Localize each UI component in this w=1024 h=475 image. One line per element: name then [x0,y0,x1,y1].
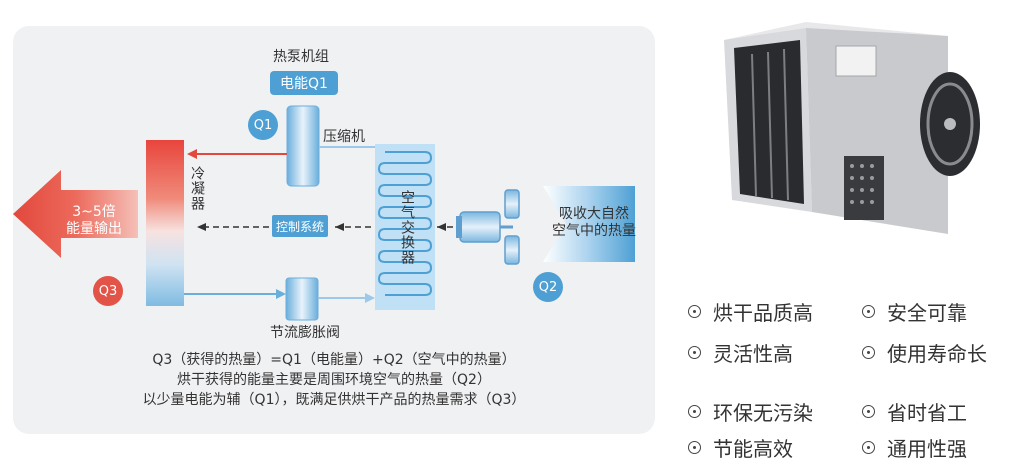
feature-item: 节能高效 [688,433,793,462]
circle-dot-icon [862,405,875,418]
q3-badge: Q3 [93,276,123,306]
feature-label: 使用寿命长 [887,342,987,366]
feature-label: 节能高效 [713,437,793,461]
circle-dot-icon [688,305,701,318]
q1-badge: Q1 [248,110,278,140]
control-arrowhead-fan [437,223,446,231]
caption-line-3: 以少量电能为辅（Q1），既满足供烘干产品的热量需求（Q3） [142,392,526,408]
air-exchanger-block [375,144,435,310]
air-heat-input-text: 吸收大自然 空气中的热量 [552,206,636,240]
fan-blade-top [504,189,520,219]
condenser-label: 冷凝器 [189,166,205,211]
control-arrowhead-right [335,223,344,231]
pipe-arrowhead-red [187,149,197,159]
compressor-cylinder [286,105,320,187]
fan-motor-cap [456,216,462,238]
feature-label: 通用性强 [887,437,967,461]
energy-output-line2: 能量输出 [66,221,122,237]
dryer-control-panel [835,45,877,77]
dryer-rack [751,48,789,201]
heat-pump-dryer-image [724,22,980,234]
dryer-side [806,28,948,234]
energy-output-arrow [13,170,138,258]
circle-dot-icon [688,441,701,454]
energy-output-text: 3~5倍 能量输出 [66,204,122,238]
dryer-fan-hub [944,118,956,130]
feature-item: 灵活性高 [688,338,793,367]
air-exchanger-label: 空气交换器 [399,190,415,265]
feature-label: 安全可靠 [887,301,967,325]
circle-dot-icon [862,305,875,318]
condenser-block [146,140,184,306]
expansion-valve-cylinder [285,277,319,321]
circle-dot-icon [688,405,701,418]
dryer-fan-ring [926,82,974,166]
feature-label: 烘干品质高 [713,301,813,325]
pipe-arrowhead-blue-2 [365,293,375,303]
circle-dot-icon [688,346,701,359]
caption-line-2: 烘干获得的能量主要是周围环境空气的热量（Q2） [177,372,491,388]
control-arrowhead-left [197,223,206,231]
feature-item: 烘干品质高 [688,297,813,326]
fan-blade-bottom [504,235,520,265]
expansion-valve-label: 节流膨胀阀 [270,325,340,341]
dryer-vent-grille [844,156,884,220]
circle-dot-icon [862,441,875,454]
feature-item: 使用寿命长 [862,338,987,367]
heat-pump-diagram [13,105,635,321]
caption-line-1: Q3（获得的热量）=Q1（电能量）+Q2（空气中的热量） [152,352,516,368]
compressor-label: 压缩机 [323,129,365,145]
air-heat-input-line1: 吸收大自然 [559,206,629,222]
power-q1-box: 电能Q1 [270,71,338,95]
fan-motor [459,211,501,243]
air-heat-input-arrow [543,186,635,262]
feature-item: 环保无污染 [688,397,813,426]
pipe-arrowhead-blue-1 [276,289,286,299]
feature-label: 环保无污染 [713,401,813,425]
circle-dot-icon [862,346,875,359]
q2-badge: Q2 [533,272,563,302]
feature-label: 灵活性高 [713,342,793,366]
feature-label: 省时省工 [887,401,967,425]
air-heat-input-line2: 空气中的热量 [552,223,636,239]
feature-item: 通用性强 [862,433,967,462]
control-system-box: 控制系统 [272,215,328,237]
air-exchanger-coil [377,151,433,296]
dryer-vent-holes [850,164,874,204]
feature-item: 省时省工 [862,397,967,426]
heat-pump-unit-title: 热泵机组 [273,49,329,65]
energy-output-line1: 3~5倍 [72,204,116,220]
feature-item: 安全可靠 [862,297,967,326]
